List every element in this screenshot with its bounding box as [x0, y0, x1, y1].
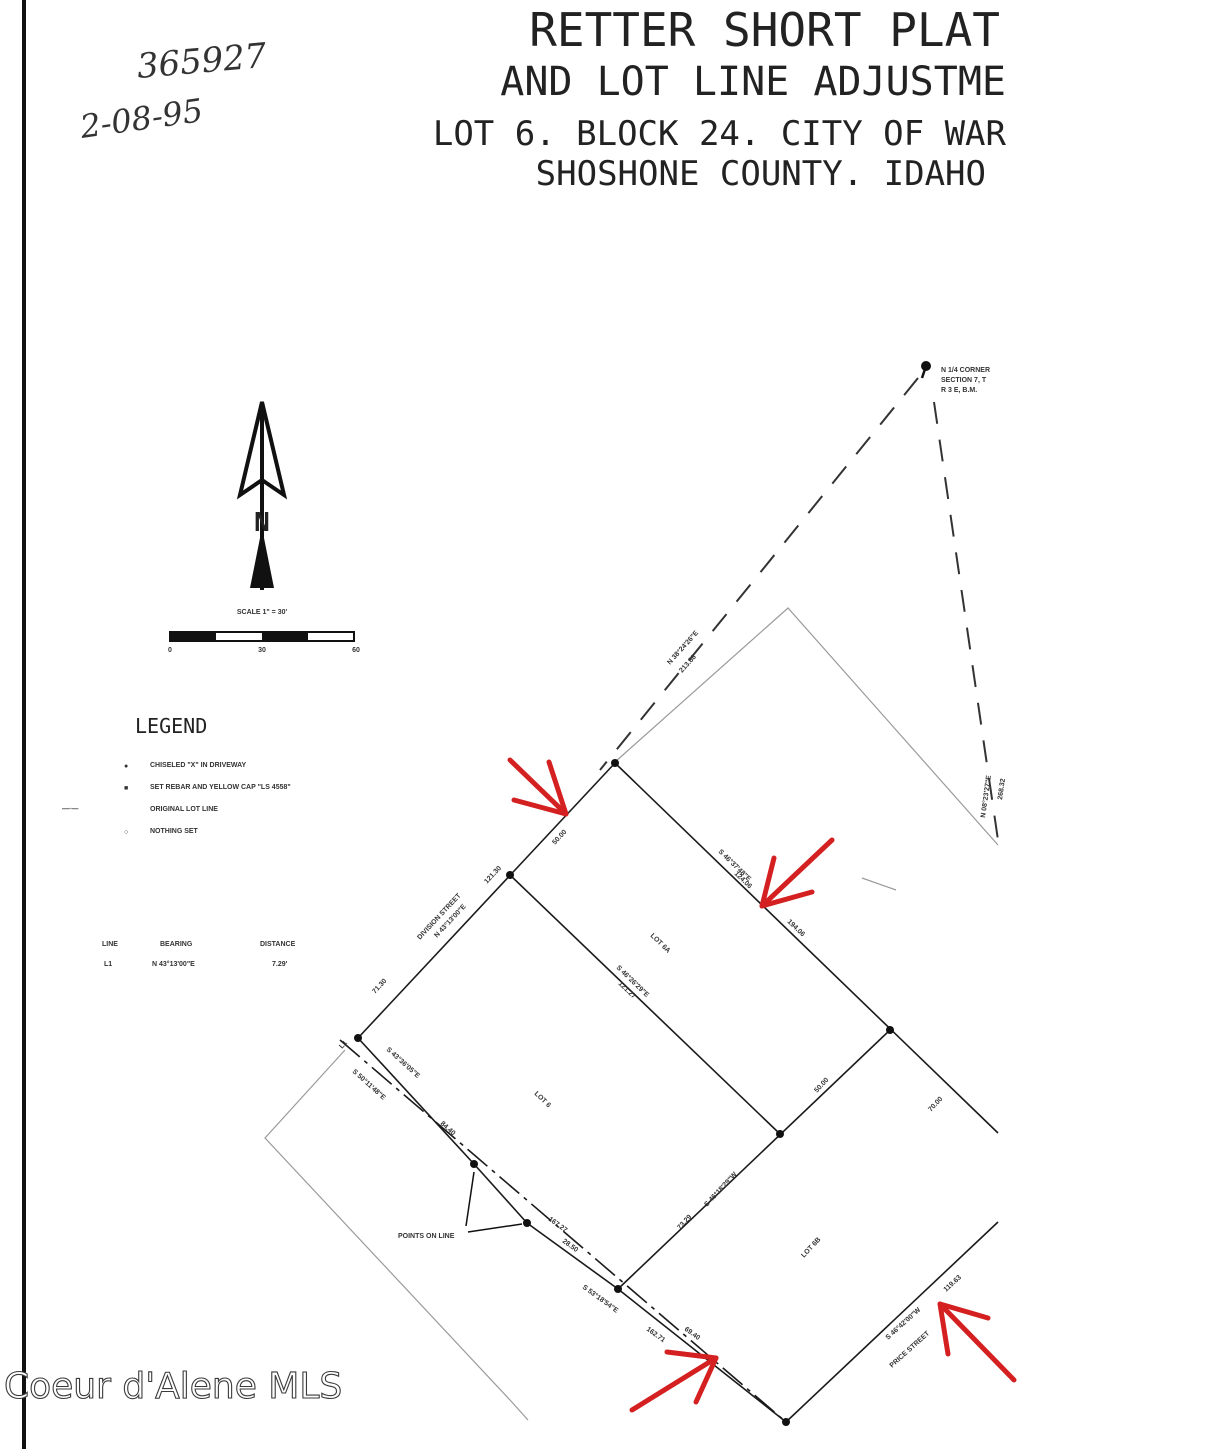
north-arrow-icon	[236, 401, 288, 590]
speck-mark	[861, 877, 897, 891]
points-leader-2	[467, 1223, 523, 1233]
points-leader-1	[465, 1171, 475, 1227]
tie-line-northeast	[599, 377, 919, 771]
lower-line-distance: 73.29	[676, 1214, 693, 1232]
title-line-2: AND LOT LINE ADJUSTME	[500, 59, 1006, 105]
lot-6-label: LOT 6	[533, 1090, 552, 1109]
southwest-distance-4: 162.71	[645, 1326, 667, 1344]
corner-label-1: N 1/4 CORNER	[941, 367, 990, 374]
price-street-distance: 119.63	[943, 1274, 963, 1293]
line-table-header-distance: DISTANCE	[260, 941, 296, 948]
line-table-cell-distance: 7.29'	[272, 961, 288, 968]
legend-text-3: ORIGINAL LOT LINE	[150, 806, 218, 813]
red-arrow-icon	[937, 1301, 1017, 1383]
southwest-distance-2: 167.27	[547, 1216, 569, 1234]
legend-text-4: NOTHING SET	[150, 828, 199, 835]
watermark: Coeur d'Alene MLS	[4, 1366, 342, 1407]
line-table-cell-bearing: N 43°13'00"E	[152, 960, 195, 968]
legend-text-2: SET REBAR AND YELLOW CAP "LS 4558"	[150, 784, 291, 791]
original-lot-line-southwest	[264, 1049, 529, 1421]
original-lot-line-north	[614, 607, 999, 846]
scale-label: SCALE 1" = 30'	[237, 609, 288, 616]
lot-6b-label: LOT 6B	[800, 1236, 822, 1259]
lower-line-bearing: S 46°18'29"W	[703, 1170, 739, 1208]
red-arrow-icon	[629, 1349, 719, 1413]
title-line-1: RETTER SHORT PLAT	[529, 3, 1000, 57]
southwest-distance-5: 69.40	[683, 1326, 701, 1342]
division-lower-distance: 71.30	[371, 978, 388, 996]
line-table-header-bearing: BEARING	[160, 941, 193, 948]
right-line-distance: 70.00	[927, 1096, 944, 1114]
title-line-4: SHOSHONE COUNTY. IDAHO	[536, 154, 986, 194]
points-on-line-label: POINTS ON LINE	[398, 1233, 455, 1240]
ne-line-distance-2: 194.06	[786, 918, 806, 938]
southwest-bearing-2: S 50°11'48"E	[351, 1068, 388, 1102]
red-arrow-icon	[759, 837, 835, 909]
mid-line-distance: 50.00	[813, 1077, 830, 1095]
southwest-distance-3: 28.50	[561, 1238, 579, 1254]
scale-tick-60: 60	[352, 647, 360, 654]
legend-title: LEGEND	[135, 714, 207, 738]
legend-symbol-4: ○	[124, 829, 128, 836]
corner-label-3: R 3 E, B.M.	[941, 387, 977, 394]
scale-tick-30: 30	[258, 647, 266, 654]
tie-east-distance: 268.32	[997, 778, 1007, 800]
corner-label-2: SECTION 7, T	[941, 377, 987, 384]
line-table-cell-line: L1	[104, 961, 112, 968]
legend-symbol-3: —·—	[62, 806, 78, 813]
l1-label: L1	[338, 1040, 349, 1051]
red-arrow-icon	[507, 757, 569, 817]
lot-boundaries	[339, 762, 999, 1423]
handwritten-number: 365927	[135, 36, 268, 87]
scale-tick-0: 0	[168, 647, 172, 654]
legend-text-1: CHISELED "X" IN DRIVEWAY	[150, 762, 247, 769]
line-table-header-line: LINE	[102, 941, 118, 948]
southwest-bearing-1: S 43°36'05"E	[385, 1046, 422, 1081]
lot-6a-label: LOT 6A	[649, 932, 672, 954]
division-upper-distance: 50.00	[551, 829, 568, 847]
legend-symbol-1: ●	[124, 763, 128, 770]
tie-line-east	[933, 401, 999, 841]
north-letter: N	[254, 508, 270, 538]
handwritten-date: 2-08-95	[77, 91, 205, 146]
corner-pins	[354, 759, 894, 1426]
scale-bar	[169, 631, 355, 642]
division-mid-distance: 121.30	[483, 865, 503, 886]
legend-symbol-2: ■	[124, 785, 128, 792]
corner-monument-icon	[920, 361, 931, 379]
title-line-3: LOT 6. BLOCK 24. CITY OF WAR	[433, 114, 1007, 154]
tie-ne-distance: 213.88	[678, 654, 698, 675]
